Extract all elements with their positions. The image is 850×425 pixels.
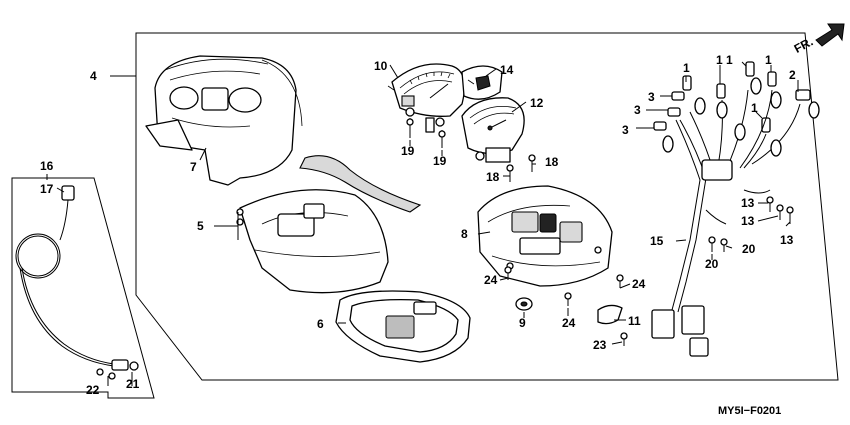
callout-24b: 24 bbox=[562, 316, 576, 330]
callout-2: 2 bbox=[789, 68, 796, 82]
callout-8: 8 bbox=[461, 227, 468, 241]
callout-1a: 1 bbox=[683, 61, 690, 75]
callout-13b: 13 bbox=[741, 214, 755, 228]
callout-3a: 3 bbox=[648, 90, 655, 104]
callout-21: 21 bbox=[126, 377, 140, 391]
wire-harness bbox=[651, 77, 820, 357]
screw-18a bbox=[506, 164, 514, 182]
callout-24c: 24 bbox=[632, 277, 646, 291]
speedometer-unit bbox=[387, 63, 466, 133]
callout-24a: 24 bbox=[484, 273, 498, 287]
meter-lens-frame bbox=[335, 290, 471, 363]
diagram-code: MY5I−F0201 bbox=[718, 405, 781, 417]
assembly-boundary bbox=[135, 32, 839, 381]
callout-20a: 20 bbox=[742, 242, 756, 256]
callout-18a: 18 bbox=[486, 170, 500, 184]
screw-20a bbox=[708, 236, 716, 252]
callout-10: 10 bbox=[374, 59, 388, 73]
tachometer-unit bbox=[461, 97, 525, 163]
callout-labels: 4 7 5 6 10 14 12 19 19 18 18 8 24 9 24 2… bbox=[40, 53, 796, 397]
screw-20b bbox=[720, 238, 728, 252]
meter-visor-cover bbox=[145, 55, 303, 186]
callout-1d: 1 bbox=[765, 53, 772, 67]
callout-1b: 1 bbox=[716, 53, 723, 67]
callout-15: 15 bbox=[650, 234, 664, 248]
grommet-9 bbox=[515, 297, 533, 311]
callout-18b: 18 bbox=[545, 155, 559, 169]
callout-5: 5 bbox=[197, 219, 204, 233]
speedometer-cable bbox=[15, 185, 139, 380]
screw-13c bbox=[786, 206, 794, 224]
screw-24c bbox=[616, 274, 624, 288]
callout-11: 11 bbox=[628, 314, 641, 328]
callout-3b: 3 bbox=[634, 103, 641, 117]
callout-19a: 19 bbox=[401, 144, 415, 158]
rubber-cap-11 bbox=[597, 304, 623, 325]
callout-3c: 3 bbox=[622, 123, 629, 137]
screw-19b bbox=[438, 130, 446, 148]
callout-9: 9 bbox=[519, 316, 526, 330]
meter-case-body bbox=[477, 185, 613, 287]
front-direction-label: FR. bbox=[792, 34, 816, 55]
callout-7: 7 bbox=[190, 160, 197, 174]
callout-12: 12 bbox=[530, 96, 544, 110]
screw-13a bbox=[766, 196, 774, 212]
cable-subassembly-boundary bbox=[11, 177, 155, 399]
callout-16: 16 bbox=[40, 159, 54, 173]
callout-23: 23 bbox=[593, 338, 607, 352]
bulb-sockets bbox=[653, 61, 811, 133]
callout-1c: 1 bbox=[726, 53, 733, 67]
leader-lines bbox=[46, 33, 799, 386]
callout-19b: 19 bbox=[433, 154, 447, 168]
screw-13b bbox=[776, 204, 784, 220]
front-direction-arrow-icon bbox=[815, 23, 845, 47]
callout-4: 4 bbox=[90, 69, 97, 83]
screw-23 bbox=[620, 332, 628, 346]
callout-13c: 13 bbox=[780, 233, 794, 247]
meter-panel-decal bbox=[299, 155, 422, 213]
screw-24b bbox=[564, 292, 572, 306]
screw-19a bbox=[406, 118, 414, 138]
callout-14: 14 bbox=[500, 63, 514, 77]
callout-13a: 13 bbox=[741, 196, 755, 210]
callout-6: 6 bbox=[317, 317, 324, 331]
callout-20b: 20 bbox=[705, 257, 719, 271]
front-direction-marker: FR. bbox=[792, 23, 845, 56]
callout-1e: 1 bbox=[751, 101, 758, 115]
callout-17: 17 bbox=[40, 182, 54, 196]
meter-lower-case bbox=[236, 189, 389, 294]
indicator-gauge bbox=[461, 65, 503, 100]
callout-22: 22 bbox=[86, 383, 100, 397]
